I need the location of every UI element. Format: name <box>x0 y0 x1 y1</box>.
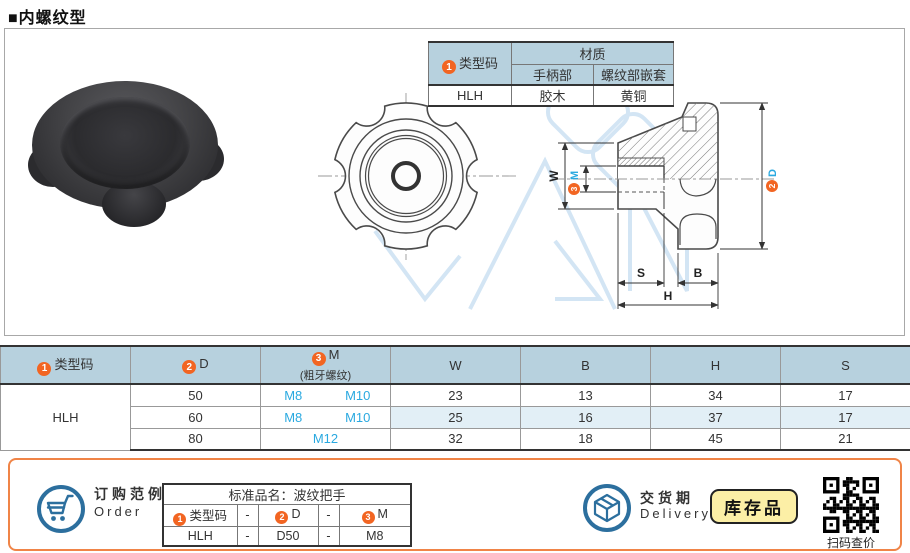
spec-w-cell: 23 <box>390 383 521 407</box>
order-example-label: 订购范例 <box>94 486 166 502</box>
circled-1-icon: 1 <box>441 60 456 74</box>
circled-3-icon: 3 <box>311 351 326 366</box>
spec-d-cell: 60 <box>130 405 261 429</box>
spec-w-cell: 32 <box>390 427 521 451</box>
delivery-label: 交货期 <box>640 490 694 506</box>
dim-label-w: W <box>547 170 561 182</box>
order-code-example-row: HLH - D50 - M8 <box>162 525 413 547</box>
spec-s-cell: 17 <box>780 405 910 429</box>
svg-text:3: 3 <box>569 186 579 191</box>
spec-m-cell: M12 <box>260 427 391 451</box>
circled-1-icon: 1 <box>37 361 52 376</box>
order-example-label-en: Order <box>94 504 143 519</box>
handle-part-header: 手柄部 <box>511 63 594 85</box>
standard-product-name: 标准品名：波纹把手 <box>161 483 413 505</box>
spec-h-cell: 34 <box>650 383 781 407</box>
dim-label-s: S <box>637 266 645 280</box>
spec-b-cell: 18 <box>520 427 651 451</box>
circled-2-icon: 2 <box>275 510 289 524</box>
dim-label-h: H <box>664 289 673 303</box>
delivery-box-icon <box>583 484 631 532</box>
product-photo <box>28 73 224 227</box>
circled-2-icon: 2 <box>182 360 197 375</box>
spec-b-cell: 13 <box>520 383 651 407</box>
dim-label-m: 3 M <box>568 171 581 195</box>
spec-header-s: S <box>780 345 910 385</box>
page-title: ■内螺纹型 <box>8 10 87 27</box>
cart-icon <box>37 485 85 533</box>
spec-header-b: B <box>520 345 651 385</box>
brass-insert <box>617 157 665 167</box>
stock-item-badge: 库存品 <box>710 489 798 524</box>
svg-text:M: M <box>569 171 581 180</box>
svg-text:2: 2 <box>767 183 777 188</box>
spec-s-cell: 17 <box>780 383 910 407</box>
delivery-label-en: Delivery <box>640 506 711 521</box>
drawing-area: W 3 M 2 D S <box>4 28 905 336</box>
spec-d-cell: 50 <box>130 383 261 407</box>
dim-label-b: B <box>694 266 703 280</box>
spec-h-cell: 45 <box>650 427 781 451</box>
spec-type-code-cell: HLH <box>0 383 131 451</box>
qr-code <box>823 477 879 533</box>
handle-material: 胶木 <box>511 83 594 107</box>
spec-header-h: H <box>650 345 781 385</box>
spec-w-cell: 25 <box>390 405 521 429</box>
front-view-drawing <box>318 93 516 260</box>
spec-header-w: W <box>390 345 521 385</box>
spec-h-cell: 37 <box>650 405 781 429</box>
spec-d-cell: 80 <box>130 427 261 451</box>
material-type-code: HLH <box>428 83 512 107</box>
knob-outline <box>333 102 479 250</box>
qr-caption: 扫码查价 <box>826 536 875 550</box>
circled-1-icon: 1 <box>173 512 187 526</box>
dim-label-d: 2 D <box>766 169 779 192</box>
spec-b-cell: 16 <box>520 405 651 429</box>
spec-s-cell: 21 <box>780 427 910 451</box>
side-section-drawing: W 3 M 2 D S <box>547 102 779 309</box>
svg-text:D: D <box>767 169 779 177</box>
material-header: 材质 <box>510 41 675 65</box>
thread-insert-header: 螺纹部嵌套 <box>592 63 675 85</box>
insert-material: 黄铜 <box>592 83 675 107</box>
circled-3-icon: 3 <box>361 510 375 524</box>
